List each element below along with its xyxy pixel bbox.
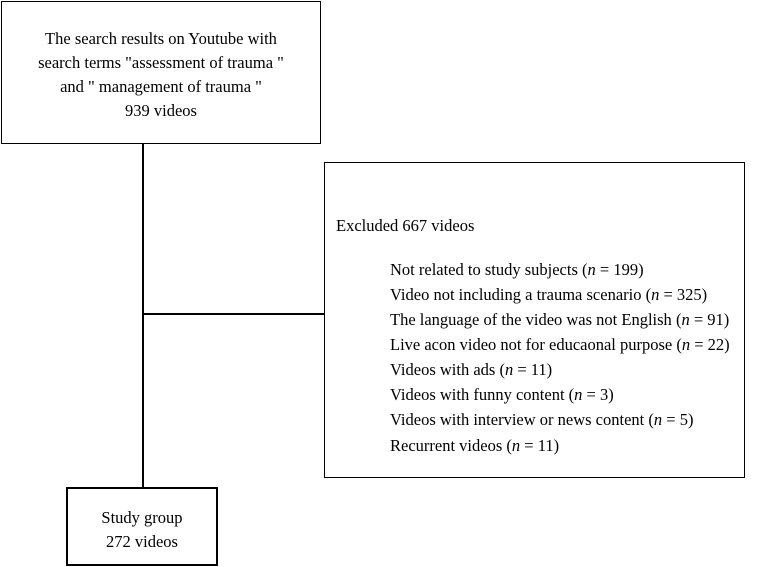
excluded-reason-count: (n = 91) [671,310,730,330]
excluded-reason-label: The language of the video was not Englis… [390,310,672,330]
excluded-reason-count: (n = 325) [641,285,708,305]
excluded-reason-count: (n = 199) [577,260,644,279]
study-group-title: Study group [101,508,183,527]
excluded-reason-count: (n = 3) [564,385,614,405]
source-video-count: 939 videos [125,100,197,120]
excluded-reason-count: (n = 11) [495,360,553,380]
source-box: The search results on Youtube with searc… [1,1,321,144]
excluded-reason-item: Live acon video not for educaonal purpos… [390,332,730,357]
source-line-3: and " management of trauma " [60,76,262,96]
excluded-reason-label: Videos with ads [390,360,496,380]
source-box-text: The search results on Youtube with searc… [2,27,320,123]
excluded-reason-count: (n = 5) [644,410,694,430]
excluded-reason-item: Video not including a trauma scenario (n… [390,282,730,307]
excluded-reason-label: Live acon video not for educaonal purpos… [390,335,673,355]
excluded-reason-item: The language of the video was not Englis… [390,307,730,332]
excluded-reason-item: Recurrent videos (n = 11) [390,433,730,458]
excluded-reason-label: Recurrent videos [390,435,503,455]
source-line-2: search terms "assessment of trauma " [38,52,284,72]
excluded-reason-item: Videos with ads (n = 11) [390,357,730,382]
excluded-reason-label: Not related to study subjects [390,260,578,279]
study-group-box: Study group 272 videos [66,487,218,566]
excluded-reason-count: (n = 11) [502,435,560,455]
excluded-reason-item: Not related to study subjects (n = 199) [390,257,730,282]
excluded-reason-label: Videos with funny content [390,385,565,405]
excluded-reason-list: Not related to study subjects (n = 199) … [390,257,730,458]
study-group-count: 272 videos [106,531,178,551]
excluded-heading: Excluded 667 videos [336,216,475,235]
source-line-1: The search results on Youtube with [45,29,277,48]
excluded-reason-label: Videos with interview or news content [390,410,645,430]
excluded-reason-count: (n = 22) [672,335,730,355]
excluded-box: Excluded 667 videos Not related to study… [324,162,745,478]
connector-vertical-spine [142,143,144,488]
study-group-text: Study group 272 videos [68,506,216,554]
excluded-reason-item: Videos with interview or news content (n… [390,407,730,432]
connector-branch-to-excluded [142,313,325,315]
excluded-reason-label: Video not including a trauma scenario [390,285,642,305]
excluded-reason-item: Videos with funny content (n = 3) [390,382,730,407]
